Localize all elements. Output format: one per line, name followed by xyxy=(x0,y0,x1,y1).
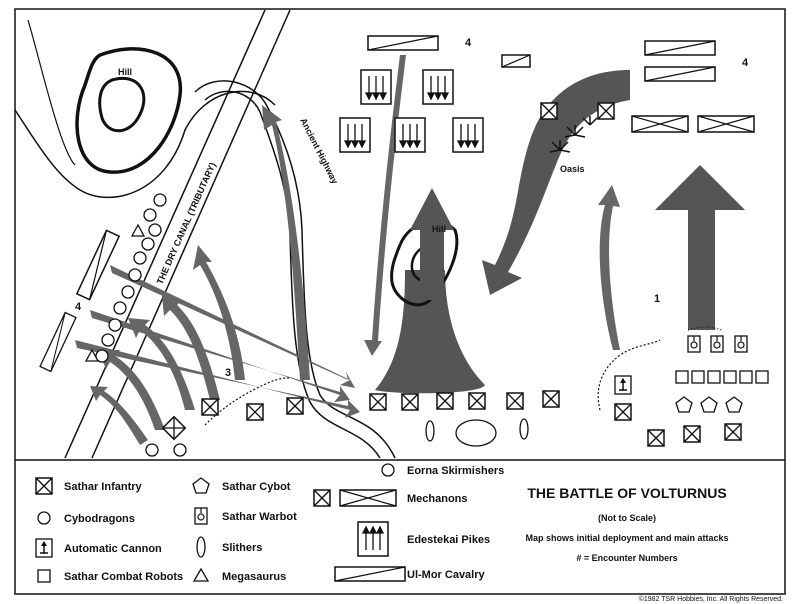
hill-northwest xyxy=(75,47,182,174)
legend-sathar-warbot: Sathar Warbot xyxy=(222,511,297,523)
encounter-number-4-left: 4 xyxy=(75,301,82,313)
encounter-number-4-right: 4 xyxy=(742,57,749,69)
legend-megasaurus: Megasaurus xyxy=(222,571,286,583)
central-hill-terrain xyxy=(375,188,485,394)
legend: Sathar Infantry Cybodragons Automatic Ca… xyxy=(35,463,504,583)
pike-units xyxy=(339,69,484,153)
hill-northwest-label: Hill xyxy=(118,67,132,77)
warbot-units xyxy=(687,335,748,353)
map-frame xyxy=(14,8,786,595)
legend-sathar-cybot: Sathar Cybot xyxy=(222,481,291,493)
ancient-highway xyxy=(194,80,396,459)
encounter-stipple xyxy=(204,326,723,426)
map-subtitle: (Not to Scale) xyxy=(598,513,656,523)
dry-canal xyxy=(64,9,291,459)
copyright: ©1982 TSR Hobbies, Inc. All Rights Reser… xyxy=(639,595,783,603)
legend-slithers: Slithers xyxy=(222,542,262,554)
river-bank-outer xyxy=(14,90,276,199)
automatic-cannon-unit xyxy=(614,375,632,395)
encounter-number-4-top: 4 xyxy=(465,37,472,49)
attack-arrows-west xyxy=(75,245,360,445)
sathar-infantry-units xyxy=(161,102,742,447)
legend-cybodragons: Cybodragons xyxy=(64,513,135,525)
encounter-number-3: 3 xyxy=(225,367,231,379)
legend-sathar-infantry: Sathar Infantry xyxy=(64,481,143,493)
legend-edestekai-pikes: Edestekai Pikes xyxy=(407,534,490,546)
river-bank-inner xyxy=(27,19,76,166)
advance-arrow-mid xyxy=(598,185,620,350)
slither-units xyxy=(425,418,529,447)
legend-automatic-cannon: Automatic Cannon xyxy=(64,543,162,555)
encounter-note: # = Encounter Numbers xyxy=(576,553,677,563)
title-block: THE BATTLE OF VOLTURNUS (Not to Scale) M… xyxy=(525,485,728,563)
oasis-palms xyxy=(549,116,598,153)
cavalry-units xyxy=(39,35,716,373)
highway-attack-arrow xyxy=(262,105,310,380)
mechanon-units xyxy=(631,115,755,133)
megasaurus-units xyxy=(84,223,146,362)
encounter-number-1: 1 xyxy=(654,293,660,305)
advance-arrow-right xyxy=(655,165,745,330)
legend-ul-mor-cavalry: Ul-Mor Cavalry xyxy=(407,569,486,581)
oasis-arrow xyxy=(482,70,630,295)
combat-robot-units xyxy=(675,370,769,384)
oasis-label: Oasis xyxy=(560,164,585,174)
map-title: THE BATTLE OF VOLTURNUS xyxy=(527,485,726,501)
cybot-units xyxy=(675,396,743,413)
hill-center-label: Hill xyxy=(432,224,446,234)
legend-sathar-combat-robots: Sathar Combat Robots xyxy=(64,571,183,583)
legend-eorna-skirmishers: Eorna Skirmishers xyxy=(407,465,504,477)
highway-label: Ancient Highway xyxy=(298,116,340,185)
map-description: Map shows initial deployment and main at… xyxy=(525,533,728,543)
legend-mechanons: Mechanons xyxy=(407,493,468,505)
